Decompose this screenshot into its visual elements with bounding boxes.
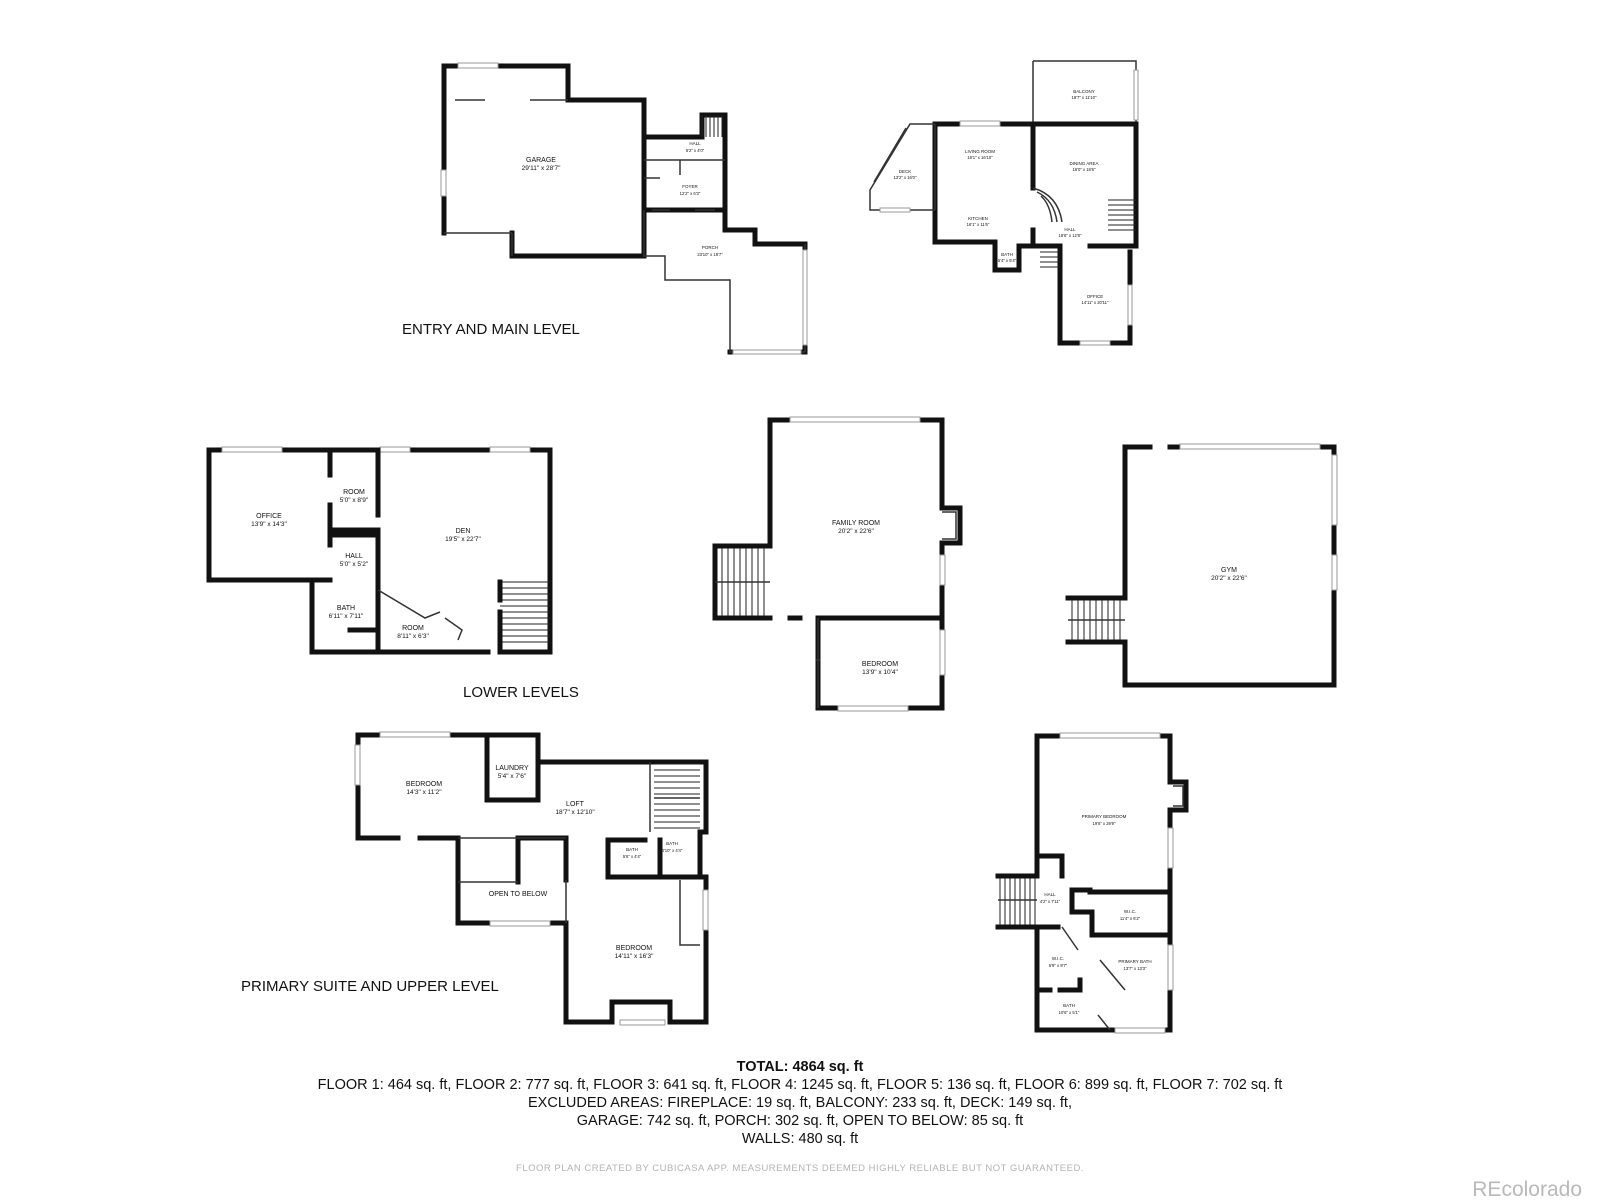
room-name: PRIMARY BEDROOM (1082, 814, 1127, 819)
room-name: OFFICE (256, 513, 282, 520)
room-name: PORCH (702, 245, 718, 250)
total-area: TOTAL: 4864 sq. ft (736, 1059, 864, 1075)
wall-area: WALLS: 480 sq. ft (741, 1131, 859, 1147)
brand-watermark: REcolorado (1472, 1178, 1582, 1201)
floor-lower-right (1065, 443, 1338, 688)
room-dim: 12'2" x 6'3" (680, 191, 701, 196)
room-dim: 29'11" x 28'7" (522, 165, 561, 172)
floor-upper-left (354, 731, 709, 1026)
level-label-lower: LOWER LEVELS (463, 684, 579, 701)
room-name: FAMILY ROOM (832, 520, 880, 527)
room-name: BATH (1001, 252, 1013, 257)
room-name: LIVING ROOM (965, 149, 995, 154)
room-dim: 16'0" x 18'6" (1073, 167, 1096, 172)
room-name: GYM (1221, 567, 1237, 574)
room-name: HALL (689, 141, 701, 146)
area-summary: TOTAL: 4864 sq. ft FLOOR 1: 464 sq. ft, … (0, 1058, 1600, 1148)
room-name: BEDROOM (616, 945, 652, 952)
room-dim: 8'11" x 6'3" (397, 633, 429, 640)
room-dim: 23'10" x 18'7" (697, 252, 723, 257)
room-name: DEN (456, 528, 471, 535)
room-name: GARAGE (526, 157, 556, 164)
room-dim: 5'6" x 4'4" (623, 854, 642, 859)
floor-upper-right (995, 732, 1189, 1034)
room-name: HALL (345, 553, 363, 560)
room-dim: 14'3" x 11'2" (406, 789, 442, 796)
room-dim: 4'2" x 7'11" (1040, 899, 1061, 904)
room-dim: 5'9" x 9'7" (1049, 963, 1068, 968)
room-name: ROOM (343, 489, 365, 496)
room-dim: 5'0" x 5'2" (340, 561, 369, 568)
room-dim: 13'9" x 10'4" (862, 669, 898, 676)
room-dim: 14'11" x 20'11" (1081, 300, 1109, 305)
room-dim: 5'0" x 8'9" (340, 497, 369, 504)
room-name: PRIMARY BATH (1118, 959, 1151, 964)
room-dim: 5'4" x 5'4" (998, 258, 1017, 263)
room-dim: 6'11" x 7'11" (329, 613, 364, 620)
room-name: W.I.C. (1124, 909, 1136, 914)
room-dim: 4'10" x 4'4" (662, 848, 683, 853)
room-dim: 19'5" x 22'7" (445, 536, 481, 543)
floor-lower-middle (712, 416, 963, 712)
room-name: OPEN TO BELOW (489, 891, 548, 898)
room-name: BATH (666, 841, 678, 846)
room-dim: 18'7" x 11'10" (1072, 95, 1097, 100)
room-name: DINING AREA (1069, 161, 1098, 166)
room-name: HALL (1064, 227, 1076, 232)
room-name: HALL (1044, 892, 1056, 897)
room-name: ROOM (402, 625, 424, 632)
room-dim: 16'1" x 11'6" (967, 222, 990, 227)
room-dim: 14'11" x 16'3" (615, 953, 654, 960)
room-dim: 18'7" x 12'10" (555, 809, 595, 816)
level-label-upper: PRIMARY SUITE AND UPPER LEVEL (241, 978, 499, 995)
room-name: FOYER (682, 184, 698, 189)
room-dim: 13'7" x 13'3" (1124, 966, 1147, 971)
room-name: DECK (899, 169, 912, 174)
room-name: KITCHEN (968, 216, 988, 221)
room-dim: 20'2" x 22'6" (1211, 575, 1247, 582)
room-dim: 11'4" x 6'2" (1120, 916, 1141, 921)
room-name: BEDROOM (862, 661, 898, 668)
room-name: BATH (626, 847, 638, 852)
room-name: W.I.C. (1052, 956, 1064, 961)
room-name: BALCONY (1073, 89, 1095, 94)
room-dim: 19'1" x 16'10" (967, 155, 993, 160)
room-dim: 13'2" x 16'0" (894, 175, 917, 180)
room-name: BEDROOM (406, 781, 442, 788)
level-label-entry: ENTRY AND MAIN LEVEL (402, 321, 580, 338)
room-dim: 19'6" x 29'9" (1093, 821, 1116, 826)
excluded-areas-cont: GARAGE: 742 sq. ft, PORCH: 302 sq. ft, O… (576, 1113, 1024, 1129)
floor-lower-left (206, 446, 553, 655)
room-dim: 20'2" x 22'6" (838, 528, 874, 535)
room-name: LAUNDRY (495, 765, 529, 772)
room-name: BATH (337, 605, 355, 612)
floor-areas: FLOOR 1: 464 sq. ft, FLOOR 2: 777 sq. ft… (317, 1077, 1283, 1093)
floor-main-right (869, 60, 1139, 346)
disclaimer: FLOOR PLAN CREATED BY CUBICASA APP. MEAS… (516, 1163, 1084, 1174)
room-dim: 18'6" x 12'8" (1059, 233, 1082, 238)
room-name: BATH (1063, 1003, 1075, 1008)
room-dim: 10'6" x 5'1" (1059, 1010, 1080, 1015)
room-name: LOFT (566, 801, 585, 808)
room-dim: 5'4" x 7'6" (498, 773, 527, 780)
room-dim: 13'9" x 14'3" (251, 521, 287, 528)
room-dim: 6'2" x 4'0" (686, 148, 705, 153)
excluded-areas: EXCLUDED AREAS: FIREPLACE: 19 sq. ft, BA… (528, 1095, 1072, 1111)
room-name: OFFICE (1087, 294, 1104, 299)
floor-entry-left (440, 62, 808, 355)
